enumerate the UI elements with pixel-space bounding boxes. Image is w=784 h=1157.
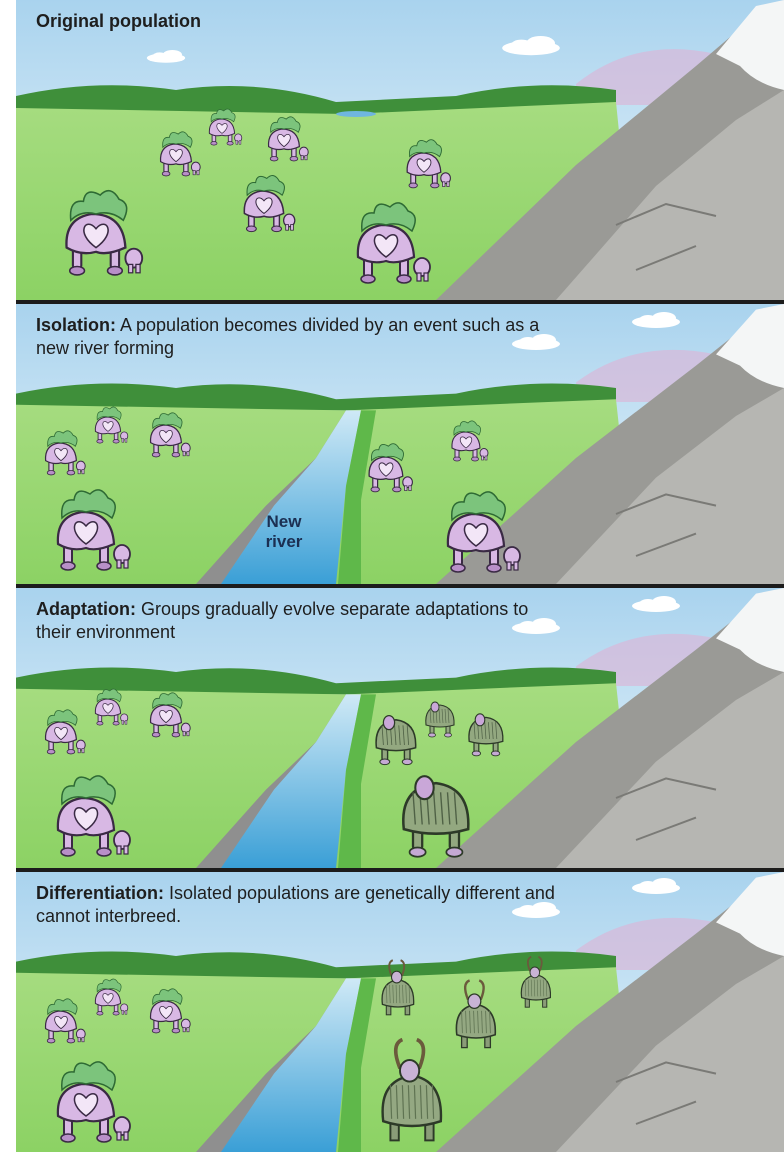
river-icon: [221, 978, 361, 1152]
panel-text: Isolated populations are genetically dif…: [36, 883, 555, 926]
scene-isolation: [16, 304, 784, 584]
panel-caption: Differentiation: Isolated populations ar…: [36, 882, 556, 928]
cloud-icon: [502, 36, 560, 56]
adapted-creature-icon: [375, 714, 417, 766]
goat-creature-icon: [381, 959, 415, 1016]
creature-icon: [406, 139, 451, 189]
adapted-creature-icon: [402, 775, 470, 858]
panel-original-population: Original population: [16, 0, 784, 300]
mountain-face: [556, 672, 784, 868]
scene-original: [16, 0, 784, 300]
cloud-icon: [632, 312, 680, 328]
panel-divider: [16, 584, 784, 588]
river-label: New river: [265, 512, 303, 551]
creature-icon: [368, 443, 413, 493]
creature-icon: [451, 420, 489, 462]
tree-line: [16, 383, 616, 411]
adapted-creature-icon: [425, 701, 455, 738]
creature-icon: [267, 116, 309, 162]
tree-line: [16, 951, 616, 979]
snow-cap: [716, 304, 784, 388]
tree-line: [16, 667, 616, 695]
creature-icon: [149, 692, 191, 738]
cloud-icon: [632, 596, 680, 612]
cloud-icon: [632, 878, 680, 894]
creature-icon: [94, 406, 129, 444]
creature-icon: [94, 978, 129, 1016]
creature-icon: [446, 491, 521, 573]
panel-title: Original population: [36, 11, 201, 31]
rock-cracks: [615, 777, 717, 841]
panel-title: Isolation:: [36, 315, 116, 335]
panel-divider: [16, 868, 784, 872]
creature-icon: [56, 489, 131, 571]
rock-cracks: [615, 493, 717, 557]
rock-cracks: [615, 202, 717, 271]
panel-divider: [16, 300, 784, 304]
panel-isolation: Isolation: A population becomes divided …: [16, 304, 784, 584]
creature-icon: [149, 412, 191, 458]
river-far-bank: [338, 978, 376, 1152]
panel-caption: Original population: [36, 10, 556, 33]
river-icon: [221, 694, 361, 868]
creature-icon: [356, 202, 431, 284]
river-far-bank: [338, 410, 376, 584]
panel-caption: Isolation: A population becomes divided …: [36, 314, 556, 360]
creature-icon: [56, 1061, 131, 1143]
panel-differentiation: Differentiation: Isolated populations ar…: [16, 872, 784, 1152]
cloud-icon: [512, 618, 560, 634]
creature-icon: [56, 775, 131, 857]
distant-lake: [336, 111, 376, 117]
adapted-creature-icon: [468, 713, 504, 757]
river-icon: [221, 410, 361, 584]
panel-text: A population becomes divided by an event…: [36, 315, 540, 358]
creature-icon: [44, 998, 86, 1044]
creature-icon: [208, 108, 243, 146]
panel-adaptation: Adaptation: Groups gradually evolve sepa…: [16, 588, 784, 868]
creature-icon: [44, 430, 86, 476]
creature-icon: [243, 174, 296, 233]
panel-title: Adaptation:: [36, 599, 136, 619]
snow-cap: [716, 872, 784, 956]
rock-cracks: [615, 1061, 717, 1125]
panel-caption: Adaptation: Groups gradually evolve sepa…: [36, 598, 556, 644]
goat-creature-icon: [520, 955, 552, 1008]
panel-text: Groups gradually evolve separate adaptat…: [36, 599, 529, 642]
creature-icon: [94, 688, 129, 726]
cloud-icon: [512, 334, 560, 350]
mountain-face: [556, 956, 784, 1152]
river-far-bank: [338, 694, 376, 868]
creature-icon: [65, 189, 144, 276]
cloud-icon: [146, 50, 186, 63]
goat-creature-icon: [455, 979, 497, 1049]
snow-cap: [716, 588, 784, 672]
scene-adaptation: [16, 588, 784, 868]
snow-cap: [716, 0, 784, 90]
mountain-face: [556, 388, 784, 584]
scene-differentiation: [16, 872, 784, 1152]
creature-icon: [149, 988, 191, 1034]
goat-creature-icon: [381, 1037, 443, 1142]
tree-line: [16, 85, 616, 114]
cloud-icon: [512, 902, 560, 918]
creature-icon: [44, 709, 86, 755]
creature-icon: [159, 131, 201, 177]
mountain-face: [556, 90, 784, 300]
panel-title: Differentiation:: [36, 883, 164, 903]
